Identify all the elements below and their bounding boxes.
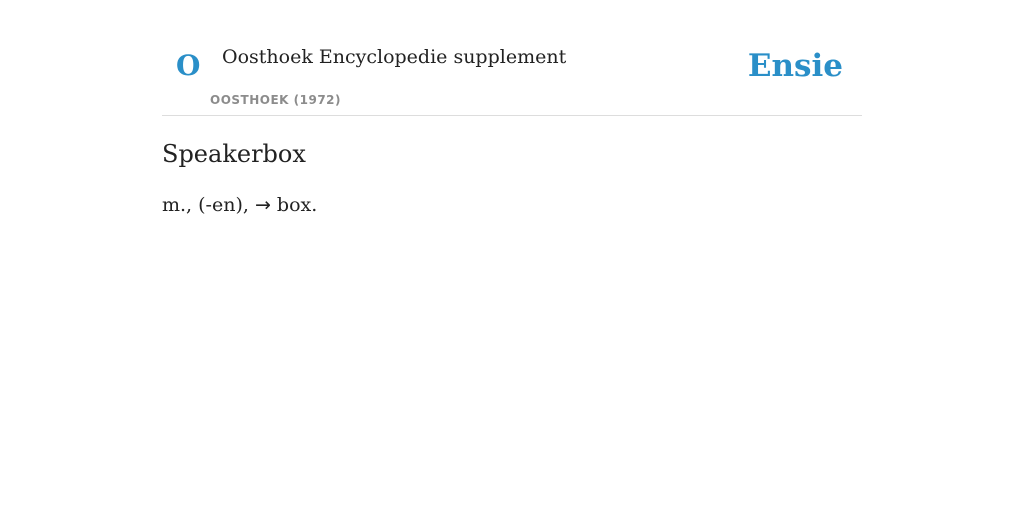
page-container: O Oosthoek Encyclopedie supplement OOSTH…	[162, 0, 862, 216]
entry-definition: m., (-en), → box.	[162, 194, 317, 217]
entry-title: Speakerbox	[162, 140, 306, 168]
definition-text: m., (-en),	[162, 194, 255, 216]
definition-punctuation: .	[311, 194, 318, 216]
source-header: O Oosthoek Encyclopedie supplement OOSTH…	[162, 0, 862, 116]
cross-reference-link[interactable]: box	[276, 194, 312, 216]
ensie-logo[interactable]: Ensie	[747, 48, 843, 84]
source-publisher-year: OOSTHOEK (1972)	[210, 93, 342, 107]
source-logo[interactable]: O	[176, 49, 201, 82]
arrow-right-icon: →	[254, 194, 271, 216]
source-title-link[interactable]: Oosthoek Encyclopedie supplement	[222, 46, 567, 68]
